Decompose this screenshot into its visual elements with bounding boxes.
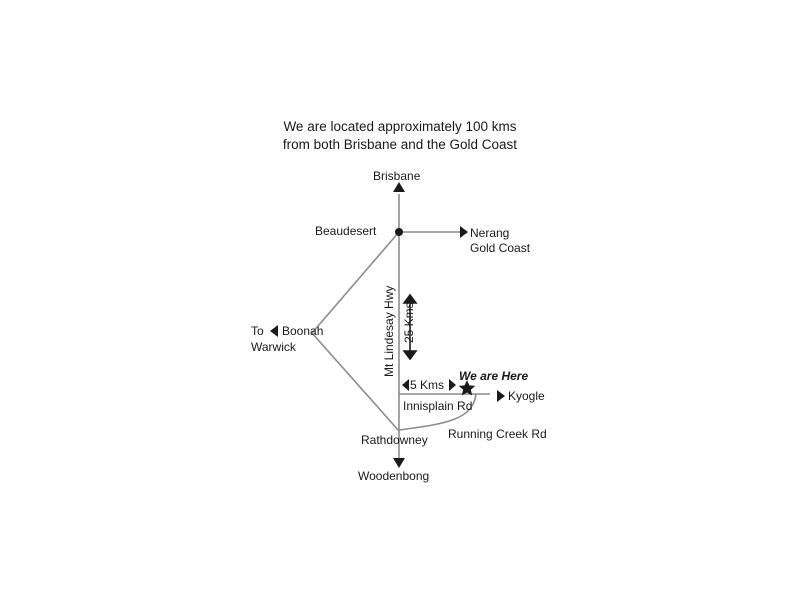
boonah-arrow-icon [270,325,278,337]
boonah-road-south [311,332,400,432]
we-are-here-label: We are Here [459,369,529,383]
intro-line-1: We are located approximately 100 kms [283,119,517,134]
nerang-arrow-icon [460,226,468,238]
kyogle-label: Kyogle [508,389,545,403]
innisplain-distance-arrow-left-icon [402,379,409,391]
star-icon [458,380,476,396]
gold-coast-label: Gold Coast [470,241,531,255]
beaudesert-dot-icon [395,228,403,236]
boonah-label: Boonah [282,324,324,338]
woodenbong-label: Woodenbong [358,469,430,483]
beaudesert-label: Beaudesert [315,224,377,238]
hwy-distance-label: 25 Kms [402,302,416,343]
to-label: To [251,324,264,338]
innisplain-distance-label: 5 Kms [410,378,445,392]
woodenbong-arrow-icon [393,458,405,468]
brisbane-label: Brisbane [373,169,421,183]
brisbane-arrow-icon [393,182,405,192]
innisplain-distance-arrow-right-icon [449,379,456,391]
mt-lindesay-hwy-label: Mt Lindesay Hwy [382,285,396,377]
running-creek-road [398,393,477,431]
hwy-distance-arrow-down-icon [402,350,418,361]
rathdowney-label: Rathdowney [361,433,428,447]
warwick-label: Warwick [251,340,296,354]
intro-text: We are located approximately 100 kms fro… [200,118,600,154]
hwy-distance-arrow-up-icon [402,293,418,304]
nerang-label: Nerang [470,226,510,240]
running-creek-road-label: Running Creek Rd [448,427,547,441]
intro-line-2: from both Brisbane and the Gold Coast [282,137,518,152]
boonah-road-north [311,231,400,334]
kyogle-arrow-icon [497,390,505,402]
innisplain-road-label: Innisplain Rd [403,399,473,413]
